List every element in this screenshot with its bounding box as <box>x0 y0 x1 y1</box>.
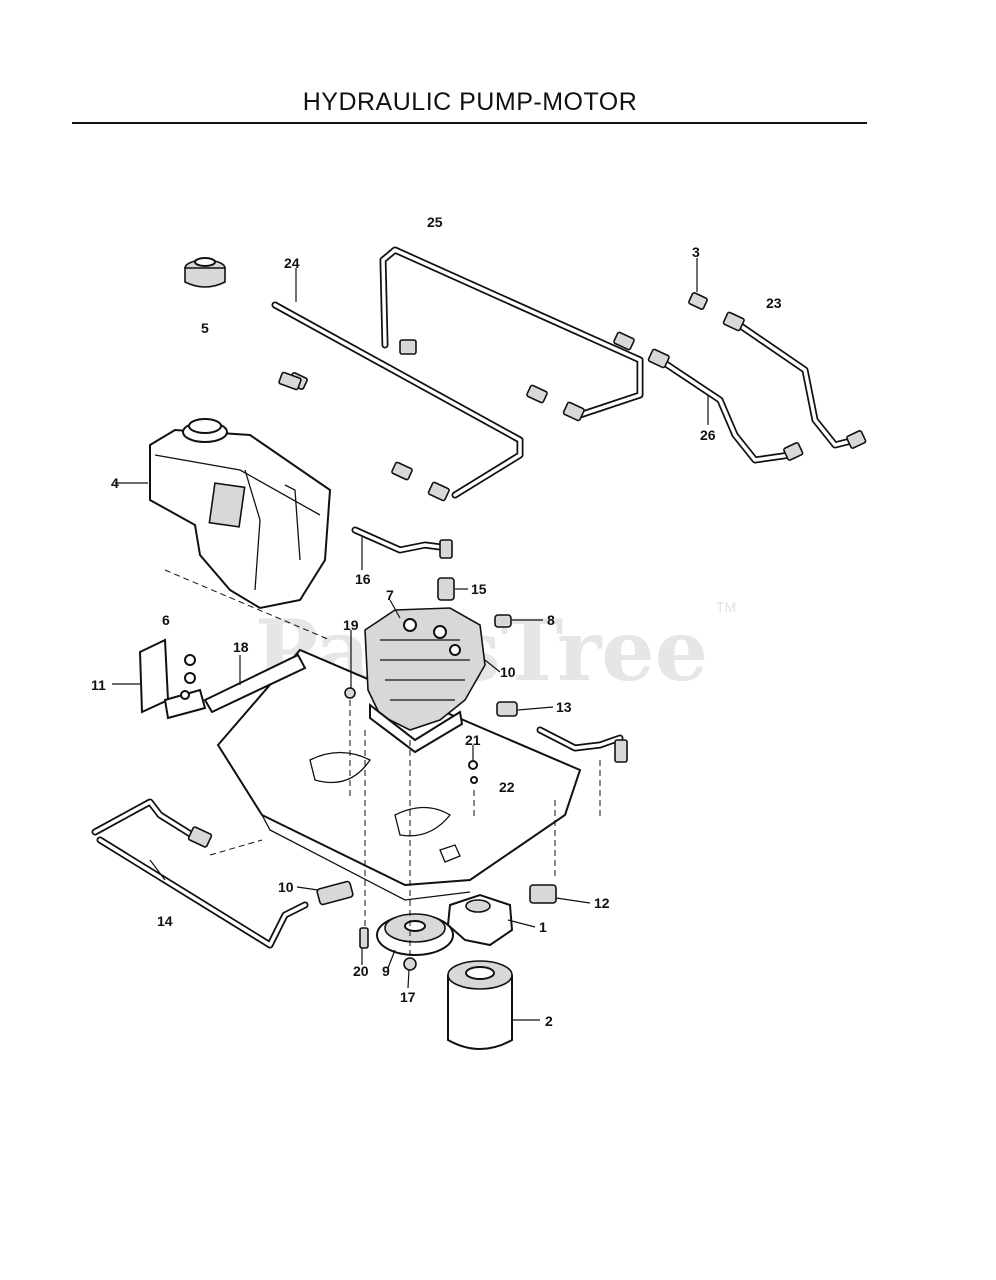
hydraulic-hose-16 <box>351 526 452 554</box>
fitting-10-upper <box>496 701 518 717</box>
fitting-b <box>562 401 585 422</box>
callout-4: 4 <box>111 475 119 491</box>
watermark-trademark: TM <box>716 599 736 615</box>
callout-21: 21 <box>465 732 481 748</box>
fitting-23-tip <box>846 430 867 449</box>
callout-10-upper: 10 <box>500 664 516 680</box>
hydraulic-tube-26 <box>656 356 794 464</box>
hydraulic-tube-25 <box>379 246 644 419</box>
callout-leader-lines <box>112 258 709 1021</box>
callout-8: 8 <box>547 612 555 628</box>
washer-21 <box>468 760 478 770</box>
fitting-25-end <box>399 339 417 355</box>
fitting-13-end <box>614 739 628 763</box>
oil-filter <box>447 960 513 1050</box>
callout-22: 22 <box>499 779 515 795</box>
fitting-a <box>526 384 548 404</box>
callout-14: 14 <box>157 913 173 929</box>
callout-6: 6 <box>162 612 170 628</box>
callout-2: 2 <box>545 1013 553 1029</box>
hydraulic-tube-24 <box>271 301 524 499</box>
nut-17 <box>403 957 417 971</box>
title-rule <box>72 122 867 124</box>
fitting-f <box>647 348 670 369</box>
callout-12: 12 <box>594 895 610 911</box>
loose-fitting <box>278 371 302 391</box>
reservoir-cap <box>184 257 226 288</box>
callout-15: 15 <box>471 581 487 597</box>
callout-1: 1 <box>539 919 547 935</box>
fitting-d <box>427 481 450 502</box>
page-title: HYDRAULIC PUMP-MOTOR <box>302 88 638 116</box>
fitting-23-end <box>722 311 745 332</box>
fitting-14-end <box>187 826 213 848</box>
hydraulic-tube-23 <box>731 318 859 449</box>
callout-19: 19 <box>343 617 359 633</box>
hydraulic-pump <box>364 607 486 754</box>
filter-head <box>446 893 514 947</box>
mounting-frame-plate <box>216 648 582 901</box>
callout-11: 11 <box>91 677 106 693</box>
fitting-26-end <box>783 442 804 461</box>
hydraulic-hose-13 <box>536 726 624 752</box>
callout-25: 25 <box>427 214 443 230</box>
fitting-15 <box>437 577 455 601</box>
fitting-16-end <box>439 539 453 559</box>
callout-20: 20 <box>353 963 369 979</box>
callout-9: 9 <box>382 963 390 979</box>
fitting-c <box>391 461 413 481</box>
callout-10-lower: 10 <box>278 879 294 895</box>
callout-labels: 1 2 3 4 5 6 7 8 9 10 10 11 12 13 14 15 1… <box>91 214 782 1029</box>
fitting-12 <box>529 884 557 904</box>
callout-7: 7 <box>386 587 394 603</box>
callout-26: 26 <box>700 427 716 443</box>
fitting-10-lower <box>316 880 354 906</box>
callout-17: 17 <box>400 989 416 1005</box>
bracket-6 <box>138 638 207 720</box>
callout-16: 16 <box>355 571 371 587</box>
nut-19 <box>344 687 356 699</box>
callout-23: 23 <box>766 295 782 311</box>
fitting-8 <box>494 614 512 628</box>
callout-3: 3 <box>692 244 700 260</box>
callout-18: 18 <box>233 639 249 655</box>
callout-5: 5 <box>201 320 209 336</box>
washer-21b <box>470 776 478 784</box>
hydraulic-tube-14 <box>91 798 309 949</box>
bracket-18 <box>203 653 307 714</box>
callout-24: 24 <box>284 255 300 271</box>
pulley <box>376 913 454 956</box>
callout-13: 13 <box>556 699 572 715</box>
bolt-20 <box>359 927 369 949</box>
fitting-3 <box>688 292 708 310</box>
hydraulic-reservoir-tank <box>149 418 332 610</box>
assembly-guide-lines <box>164 569 601 960</box>
fitting-e <box>613 331 635 351</box>
